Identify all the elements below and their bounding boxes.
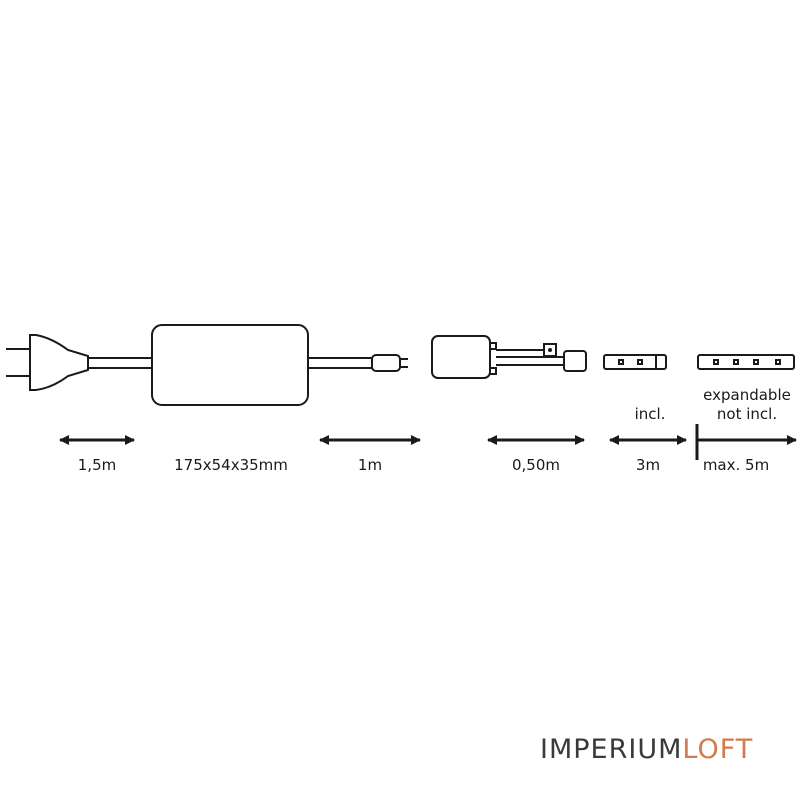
- led-strip-included: [603, 354, 667, 370]
- controller-pins: [489, 342, 497, 375]
- label-not-included: not incl.: [716, 405, 778, 423]
- watermark-logo: IMPERIUMLOFT: [540, 734, 753, 766]
- label-power-supply: 175x54x35mm: [174, 456, 288, 474]
- label-strip-included: 3m: [635, 456, 661, 474]
- dimension-arrows: [59, 424, 797, 460]
- power-supply-unit: [151, 324, 309, 406]
- led-strip-expansion: [697, 354, 795, 370]
- dc-connector-icon: [371, 354, 408, 372]
- label-supply-cable: 1m: [357, 456, 383, 474]
- supply-cable: [308, 357, 372, 369]
- label-included: incl.: [634, 405, 666, 423]
- controller-box: [431, 335, 491, 379]
- label-plug-cable: 1,5m: [77, 456, 117, 474]
- watermark-part2: LOFT: [682, 734, 754, 765]
- euro-plug-icon: [6, 334, 89, 391]
- watermark-part1: IMPERIUM: [540, 734, 683, 765]
- controller-cable: [496, 356, 564, 366]
- label-expandable: expandable: [703, 386, 791, 404]
- strip-connector-icon: [563, 350, 587, 372]
- label-controller-cable: 0,50m: [511, 456, 561, 474]
- label-strip-expandable: max. 5m: [702, 456, 770, 474]
- plug-cable: [88, 357, 152, 369]
- controller-button-icon: [496, 343, 557, 357]
